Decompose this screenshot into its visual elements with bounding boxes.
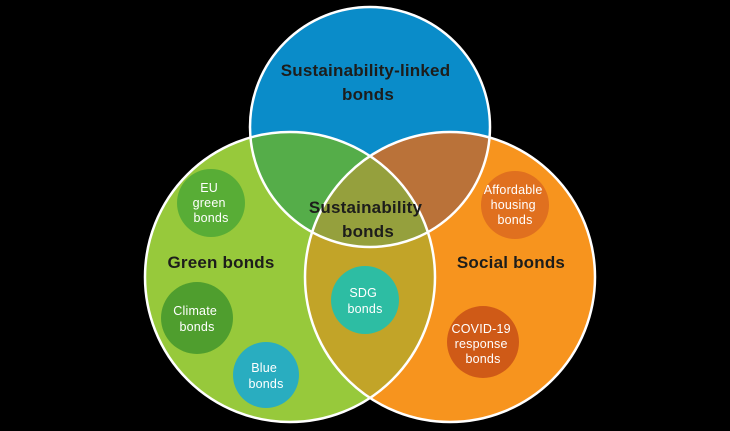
bubble-covid-response-bonds — [447, 306, 519, 378]
bubble-affordable-housing-bonds — [481, 171, 549, 239]
outline-social-circle — [303, 130, 597, 424]
bubble-eu-green-bonds — [177, 169, 245, 237]
bubble-blue-bonds — [233, 342, 299, 408]
label-blue-bonds: Blue bonds — [248, 361, 283, 391]
label-climate-bonds: Climate bonds — [173, 304, 220, 334]
outline-green-circle — [143, 130, 437, 424]
label-eu-green-bonds: EU green bonds — [193, 181, 230, 225]
overlap-all-three — [305, 132, 435, 247]
label-green-bonds: Green bonds — [167, 253, 274, 272]
label-sdg-bonds: SDG bonds — [347, 286, 382, 316]
label-sustainability-bonds: Sustainability bonds — [309, 198, 427, 241]
bubble-climate-bonds — [161, 282, 233, 354]
outline-blue-circle — [248, 5, 492, 249]
bubble-sdg-bonds — [331, 266, 399, 334]
label-affordable-housing-bonds: Affordable housing bonds — [484, 183, 546, 227]
label-covid-response-bonds: COVID-19 response bonds — [452, 322, 515, 366]
label-sustainability-linked-bonds: Sustainability-linked bonds — [281, 61, 455, 104]
label-social-bonds: Social bonds — [457, 253, 565, 272]
